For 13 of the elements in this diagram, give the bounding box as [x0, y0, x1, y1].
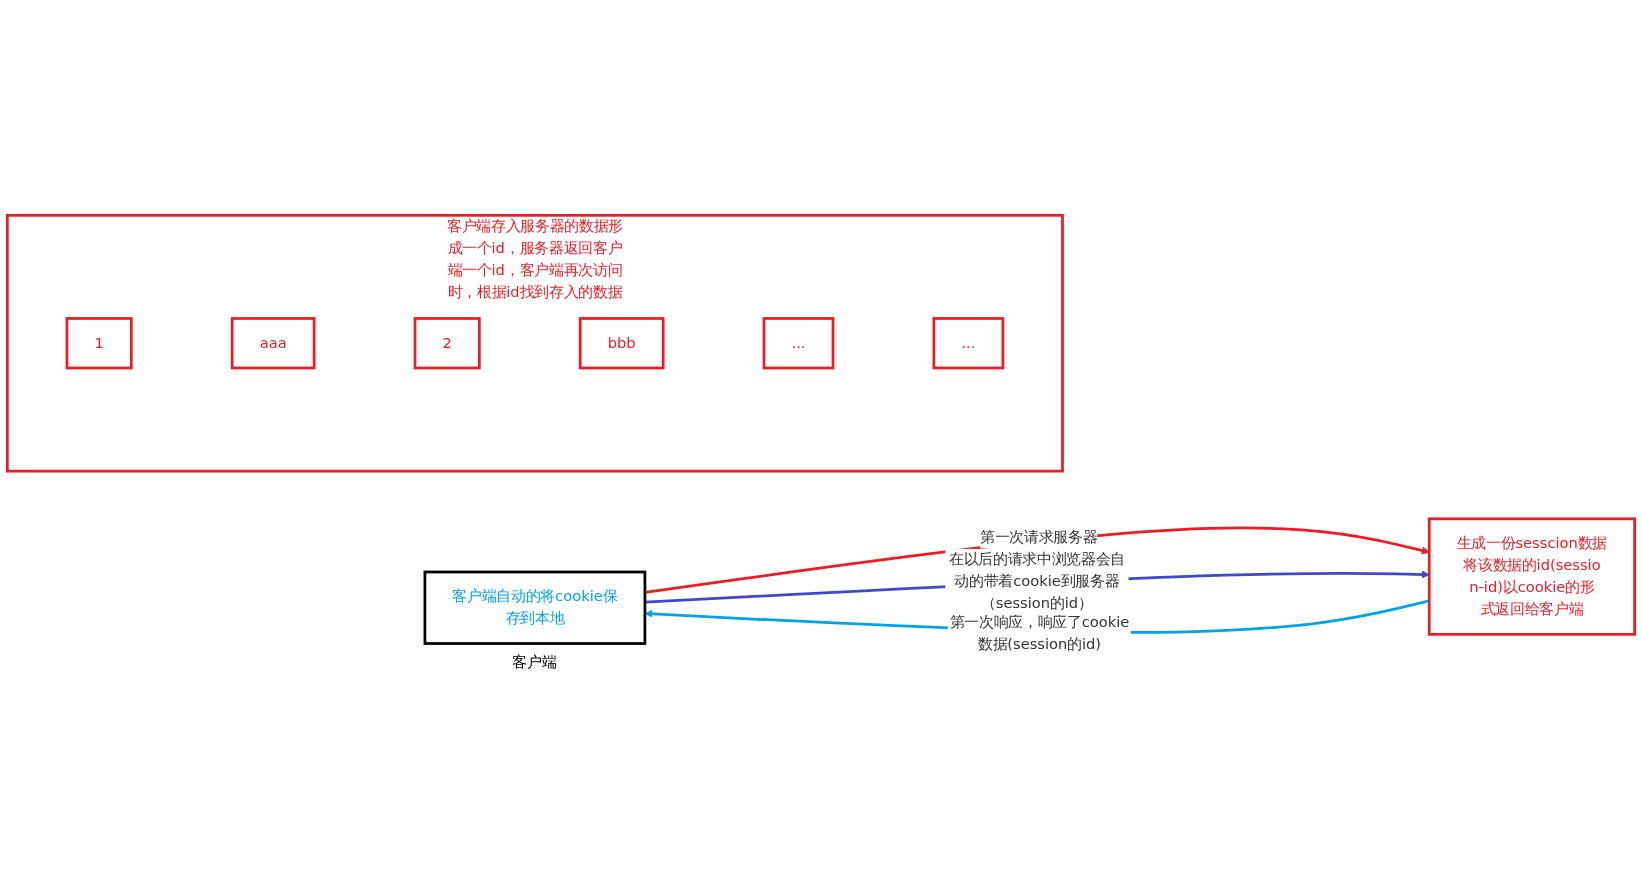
- edge-label: 在以后的请求中浏览器会自动的带着cookie到服务器（session的id）: [948, 550, 1125, 613]
- node-box: bbb: [578, 317, 665, 370]
- arrow: [644, 526, 1430, 594]
- node-box: 客户端自动的将cookie保存到本地: [423, 570, 647, 645]
- node-box: ...: [762, 317, 835, 370]
- node-box: 2: [413, 317, 481, 370]
- node-box: 1: [65, 317, 133, 370]
- node-caption: 客户端: [512, 653, 558, 673]
- edge-label: 第一次响应，响应了cookie数据(session的id): [949, 613, 1130, 653]
- node-box: ...: [932, 317, 1005, 370]
- node-box: 生成一份sesscion数据将该数据的id(session-id)以cookie的形式返回给客户端: [1427, 517, 1636, 636]
- edge-label: 第一次请求服务器: [980, 528, 1098, 546]
- node-box: aaa: [230, 317, 316, 370]
